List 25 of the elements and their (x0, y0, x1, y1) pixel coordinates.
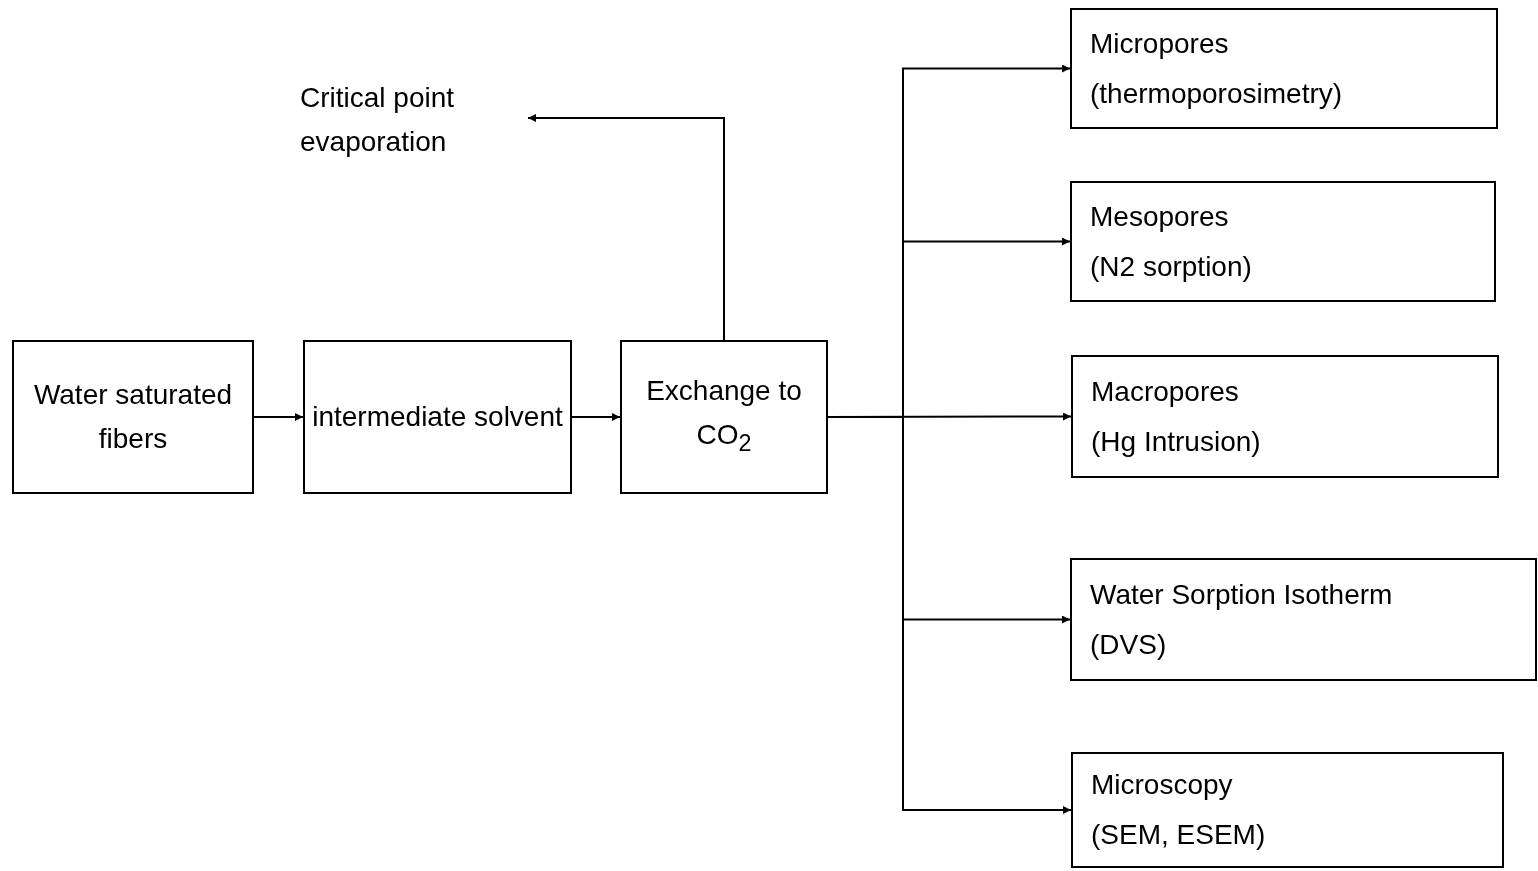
method-box (1070, 558, 1537, 681)
method-box (1070, 181, 1496, 302)
method-technique: (DVS) (1090, 627, 1167, 662)
arrow (527, 114, 725, 341)
step-text: intermediate solvent (312, 400, 563, 434)
method-box (1070, 8, 1498, 129)
step-text: Water saturated fibers (32, 378, 234, 456)
method-title: Microscopy (1091, 768, 1233, 802)
arrow (571, 413, 621, 421)
process-box (620, 340, 828, 494)
method-technique: (N2 sorption) (1090, 249, 1252, 284)
process-box (303, 340, 572, 494)
method-title: Water Sorption Isotherm (1090, 577, 1393, 612)
method-technique: (SEM, ESEM) (1091, 818, 1266, 852)
method-title: Macropores (1091, 374, 1239, 409)
method-technique: (Hg Intrusion) (1091, 424, 1261, 459)
step-text: Exchange to CO$_{2}$ (645, 374, 803, 458)
arrow (253, 413, 304, 421)
method-technique: (thermoporosimetry) (1090, 76, 1343, 111)
method-title: Mesopores (1090, 199, 1229, 234)
step-label: Critical point evaporation (300, 81, 456, 159)
method-title: Micropores (1090, 26, 1229, 61)
method-box (1071, 752, 1504, 868)
method-box (1071, 355, 1499, 478)
process-box (12, 340, 254, 494)
